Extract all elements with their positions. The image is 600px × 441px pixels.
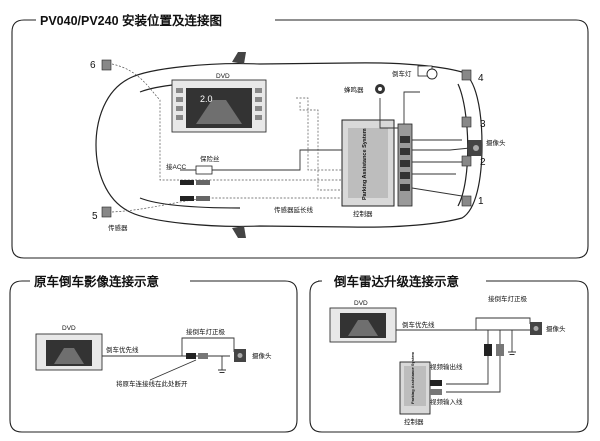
bl-plug-a bbox=[186, 353, 196, 359]
position-number-1: 1 bbox=[478, 196, 484, 207]
position-number-2: 2 bbox=[480, 157, 486, 168]
acc-label: 接ACC bbox=[166, 162, 187, 171]
bl-dvd-unit: DVD bbox=[35, 325, 103, 371]
sensor-extension-label: 传感器延长线 bbox=[274, 205, 314, 214]
bl-cut-note: 将原车连接线在此处断开 bbox=[116, 379, 188, 388]
bottom-right-title: 倒车雷达升级连接示意 bbox=[333, 274, 459, 289]
br-control-box: Parking Assistance System 控制器 bbox=[399, 351, 431, 426]
bottom-left-panel: 原车倒车影像连接示意 DVD 摄像头 接倒车灯正极 倒车优先线 将原车连接线在此… bbox=[9, 274, 298, 433]
fuse-label: 保险丝 bbox=[200, 154, 220, 163]
wire-buzzer bbox=[379, 98, 398, 129]
br-plug-a bbox=[484, 344, 492, 356]
br-reverse-wire bbox=[475, 317, 531, 330]
fuse bbox=[195, 165, 213, 175]
bl-priority-label: 倒车优先线 bbox=[106, 345, 139, 354]
bl-cut-pointer bbox=[149, 359, 197, 381]
wire-reverse-light bbox=[403, 91, 420, 124]
control-box: Parking Assistance System 控制器 bbox=[341, 119, 395, 218]
bottom-right-panel: 倒车雷达升级连接示意 DVD 摄像头 Parking Assistance Sy… bbox=[309, 274, 589, 433]
dvd-label: DVD bbox=[216, 73, 230, 80]
br-video-in-label: 视频输入线 bbox=[430, 397, 463, 406]
camera-label: 摄像头 bbox=[486, 138, 506, 147]
top-panel: PV040/PV240 安装位置及连接图 2.0 DVD bbox=[11, 13, 589, 259]
br-camera-label: 摄像头 bbox=[546, 324, 566, 333]
br-in-plug bbox=[430, 389, 442, 395]
dvd-screen-readout: 2.0 bbox=[200, 94, 213, 104]
buzzer: 蜂鸣器 bbox=[344, 84, 385, 94]
br-control-box-label: 控制器 bbox=[404, 417, 424, 426]
mirror-bottom bbox=[232, 226, 246, 238]
connector-d bbox=[196, 196, 210, 201]
bl-camera-label: 摄像头 bbox=[252, 351, 272, 360]
wire-pos1 bbox=[411, 187, 463, 197]
br-priority-label: 倒车优先线 bbox=[402, 320, 435, 329]
control-box-brand: Parking Assistance System bbox=[362, 128, 368, 200]
sensor-6 bbox=[101, 59, 112, 71]
br-video-out-wire bbox=[446, 330, 489, 385]
fuse-assembly: 保险丝 接ACC bbox=[166, 149, 342, 175]
bl-dvd-label: DVD bbox=[62, 325, 76, 332]
dvd-unit: 2.0 DVD bbox=[171, 73, 267, 133]
top-panel-title: PV040/PV240 安装位置及连接图 bbox=[40, 13, 222, 28]
bottom-right-frame bbox=[309, 280, 589, 433]
bottom-left-title: 原车倒车影像连接示意 bbox=[34, 274, 159, 289]
sensor-3 bbox=[461, 116, 472, 128]
acc-wire bbox=[180, 149, 342, 171]
br-dvd-unit: DVD bbox=[329, 300, 397, 343]
br-video-in-wire bbox=[446, 330, 501, 393]
br-dvd-label: DVD bbox=[354, 300, 368, 307]
br-ground-symbol bbox=[508, 351, 516, 355]
camera: 摄像头 bbox=[468, 138, 506, 156]
connector-block bbox=[397, 123, 413, 207]
car-rear-glass bbox=[457, 83, 469, 207]
sensor-5 bbox=[101, 206, 112, 218]
control-box-label: 控制器 bbox=[353, 209, 373, 218]
sensor-2 bbox=[461, 155, 472, 167]
br-video-out-label: 视频输出线 bbox=[430, 362, 463, 371]
bl-ground-symbol bbox=[218, 369, 226, 373]
position-number-5: 5 bbox=[92, 211, 98, 222]
bl-reverse-wire bbox=[181, 337, 235, 356]
buzzer-label: 蜂鸣器 bbox=[344, 85, 364, 94]
sensor-extension-path-d bbox=[296, 97, 342, 171]
sensor-4 bbox=[461, 69, 472, 81]
position-number-6: 6 bbox=[90, 60, 96, 71]
connector-b bbox=[196, 180, 210, 185]
br-camera: 摄像头 bbox=[530, 322, 566, 335]
bottom-left-frame bbox=[9, 280, 298, 433]
bl-camera: 摄像头 bbox=[234, 349, 272, 362]
top-panel-frame bbox=[11, 19, 589, 259]
connector-a bbox=[180, 180, 194, 185]
position-number-4: 4 bbox=[478, 73, 484, 84]
wire-camera bbox=[412, 147, 471, 151]
br-reverse-positive-label: 接倒车灯正极 bbox=[488, 294, 528, 303]
br-control-box-brand: Parking Assistance System bbox=[410, 351, 415, 404]
position-number-3: 3 bbox=[480, 119, 486, 130]
sensor-1 bbox=[461, 195, 472, 207]
car-outline bbox=[95, 62, 483, 228]
mirror-top bbox=[232, 52, 246, 64]
br-out-plug bbox=[430, 380, 442, 386]
connector-c bbox=[180, 196, 194, 201]
bl-plug-b bbox=[198, 353, 208, 359]
bl-reverse-positive-label: 接倒车灯正极 bbox=[186, 327, 226, 336]
reverse-light: 倒车灯 bbox=[392, 65, 438, 80]
reverse-light-label: 倒车灯 bbox=[392, 69, 412, 78]
sensor-extension-path-c bbox=[299, 102, 342, 191]
br-plug-b bbox=[496, 344, 504, 356]
sensor-label: 传感器 bbox=[108, 223, 128, 232]
